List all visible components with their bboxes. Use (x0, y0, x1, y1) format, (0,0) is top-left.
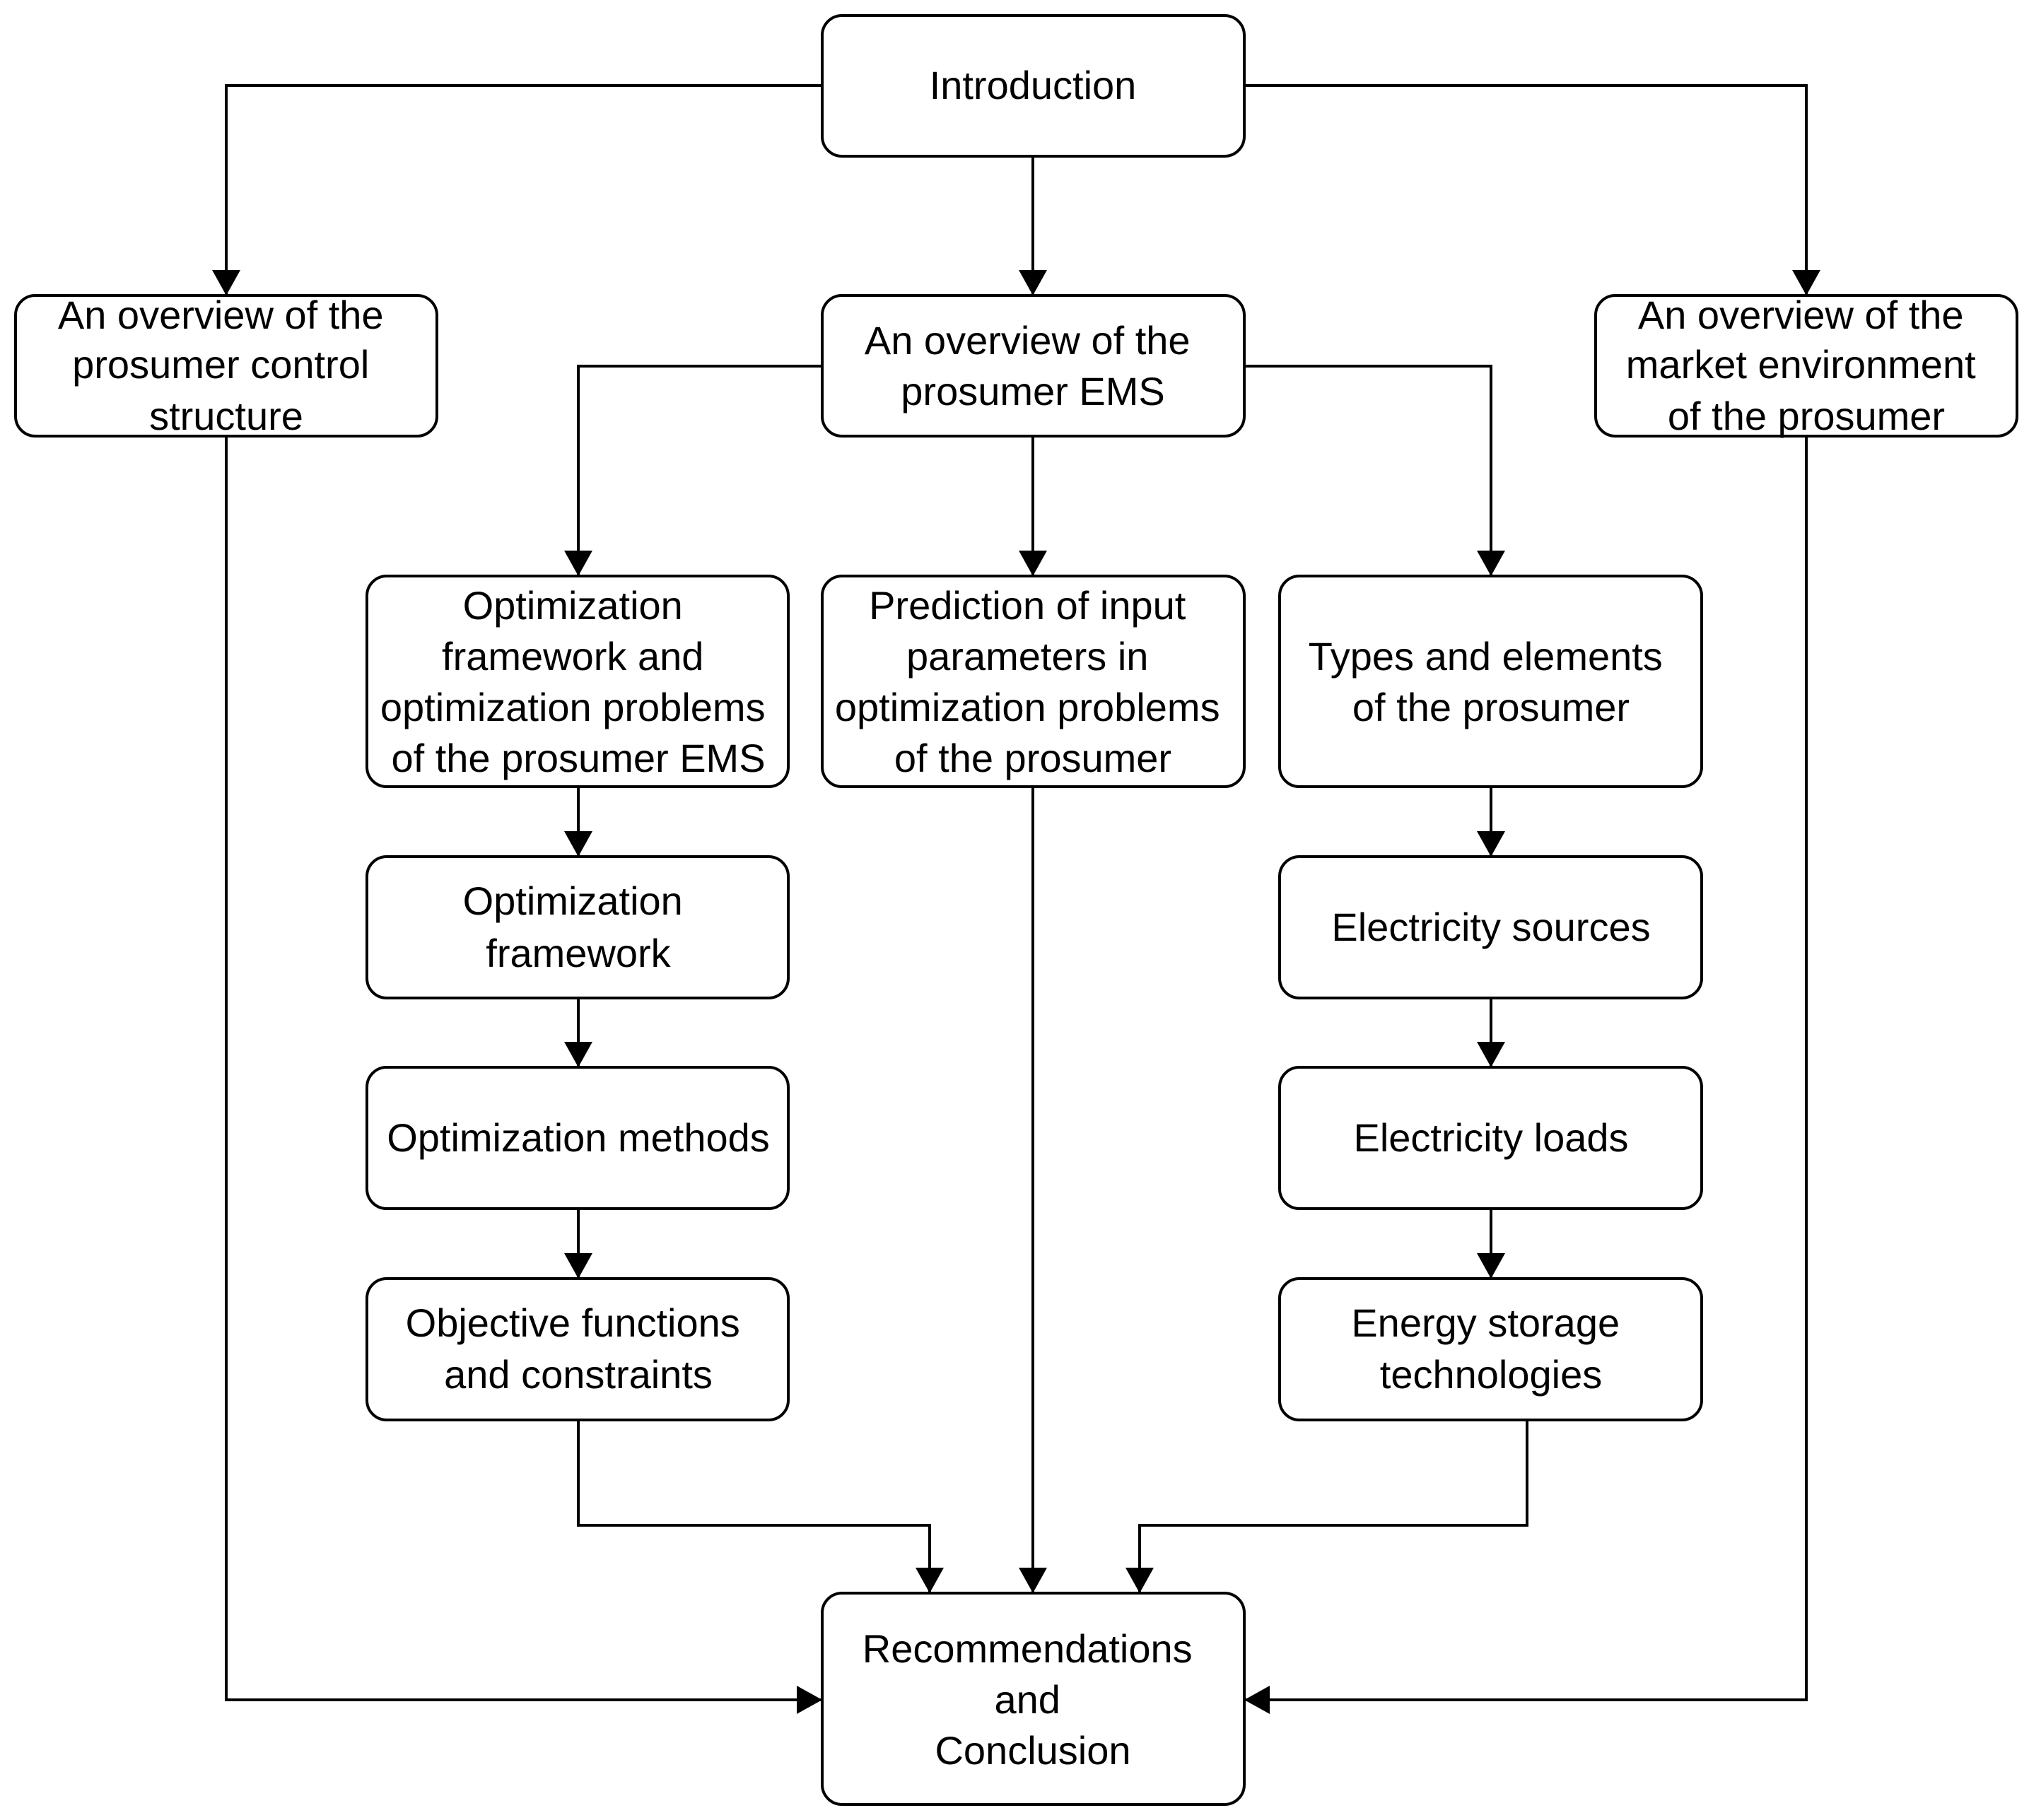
line: framework (486, 931, 671, 975)
arrow-storage-to-recommendations (1138, 1420, 1528, 1593)
node-optimization-framework: Optimization framework (366, 855, 790, 999)
node-optimization-methods-text: Optimization methods (387, 1115, 770, 1160)
node-electricity-sources-text: Electricity sources (1331, 905, 1650, 949)
node-prediction-input-parameters: Prediction of input parameters in optimi… (821, 575, 1246, 788)
arrowhead-icon (1477, 1042, 1505, 1067)
node-introduction-text: Introduction (930, 63, 1137, 107)
arrowhead-icon (1019, 551, 1047, 576)
line: An overview of the (58, 293, 384, 337)
line: and constraints (444, 1352, 713, 1397)
line: optimization problems (380, 685, 766, 729)
arrow-introduction-to-market-environment (1244, 84, 1808, 295)
line: Types and elements (1309, 634, 1663, 679)
line: optimization problems (835, 685, 1220, 729)
arrow-ems-to-optimization-problems (577, 365, 822, 576)
node-optimization-framework-problems: Optimization framework and optimization … (366, 575, 790, 788)
node-energy-storage-text: Energy storage technologies (1351, 1301, 1630, 1397)
line: An overview of the (865, 318, 1191, 363)
node-prosumer-ems: An overview of the prosumer EMS (821, 294, 1246, 438)
line: prosumer EMS (901, 369, 1164, 413)
line: Optimization methods (387, 1115, 770, 1160)
node-types-elements-text: Types and elements of the prosumer (1309, 634, 1674, 729)
connector-lines (212, 84, 1820, 1714)
line: Objective functions (406, 1301, 740, 1345)
node-electricity-loads-text: Electricity loads (1353, 1115, 1628, 1160)
line: Energy storage (1351, 1301, 1620, 1345)
node-control-structure-text: An overview of the prosumer control stru… (58, 293, 394, 438)
line: Recommendations (863, 1626, 1193, 1671)
arrow-ems-to-types-elements (1244, 365, 1492, 576)
node-optimization-framework-problems-text: Optimization framework and optimization … (380, 583, 776, 780)
line: Electricity sources (1331, 905, 1650, 949)
node-prosumer-ems-text: An overview of the prosumer EMS (865, 318, 1201, 413)
node-recommendations-conclusion-text: Recommendations and Conclusion (863, 1626, 1203, 1773)
line: of the prosumer (1352, 685, 1630, 729)
arrowhead-icon (916, 1568, 944, 1593)
node-recommendations-conclusion: Recommendations and Conclusion (821, 1592, 1246, 1806)
line: Prediction of input (869, 583, 1186, 628)
node-objective-functions-text: Objective functions and constraints (406, 1301, 752, 1397)
arrowhead-icon (1477, 551, 1505, 576)
node-market-environment: An overview of the market environment of… (1594, 293, 2018, 438)
arrow-control-structure-to-recommendations (225, 436, 822, 1701)
node-market-environment-text: An overview of the market environment of… (1626, 293, 1987, 438)
node-energy-storage: Energy storage technologies (1278, 1277, 1703, 1421)
line: framework and (442, 634, 703, 679)
line: and (995, 1677, 1060, 1722)
line: Introduction (930, 63, 1137, 107)
arrow-objective-to-recommendations (577, 1420, 931, 1593)
arrowhead-icon (1792, 270, 1820, 295)
arrowhead-icon (1477, 1253, 1505, 1279)
line: An overview of the (1638, 293, 1964, 337)
arrowhead-icon (1125, 1568, 1154, 1593)
line: Conclusion (935, 1728, 1130, 1773)
node-prediction-input-parameters-text: Prediction of input parameters in optimi… (835, 583, 1231, 780)
arrowhead-icon (564, 831, 592, 857)
node-objective-functions: Objective functions and constraints (366, 1277, 790, 1421)
node-optimization-framework-text: Optimization framework (463, 879, 694, 975)
arrowhead-icon (797, 1686, 822, 1714)
arrowhead-icon (564, 551, 592, 576)
node-types-elements: Types and elements of the prosumer (1278, 575, 1703, 788)
arrowhead-icon (1019, 1568, 1047, 1593)
line: Optimization (463, 583, 683, 628)
arrow-market-to-recommendations (1244, 436, 1808, 1701)
line: of the prosumer (1668, 394, 1945, 438)
node-electricity-sources: Electricity sources (1278, 855, 1703, 999)
arrowhead-icon (564, 1253, 592, 1279)
line: technologies (1380, 1352, 1602, 1397)
arrowhead-icon (564, 1042, 592, 1067)
arrowhead-icon (1477, 831, 1505, 857)
arrow-introduction-to-control-structure (225, 84, 822, 295)
line: market environment (1626, 342, 1976, 387)
line: parameters in (906, 634, 1148, 679)
arrowhead-icon (1244, 1686, 1270, 1714)
node-control-structure: An overview of the prosumer control stru… (14, 293, 438, 438)
line: Electricity loads (1353, 1115, 1628, 1160)
arrowhead-icon (1019, 270, 1047, 295)
node-electricity-loads: Electricity loads (1278, 1066, 1703, 1210)
line: structure (149, 394, 303, 438)
node-optimization-methods: Optimization methods (366, 1066, 790, 1210)
node-introduction: Introduction (821, 14, 1246, 158)
line: Optimization (463, 879, 683, 923)
line: prosumer control (72, 342, 369, 387)
arrowhead-icon (212, 270, 240, 295)
line: of the prosumer EMS (391, 736, 765, 780)
line: of the prosumer (894, 736, 1171, 780)
